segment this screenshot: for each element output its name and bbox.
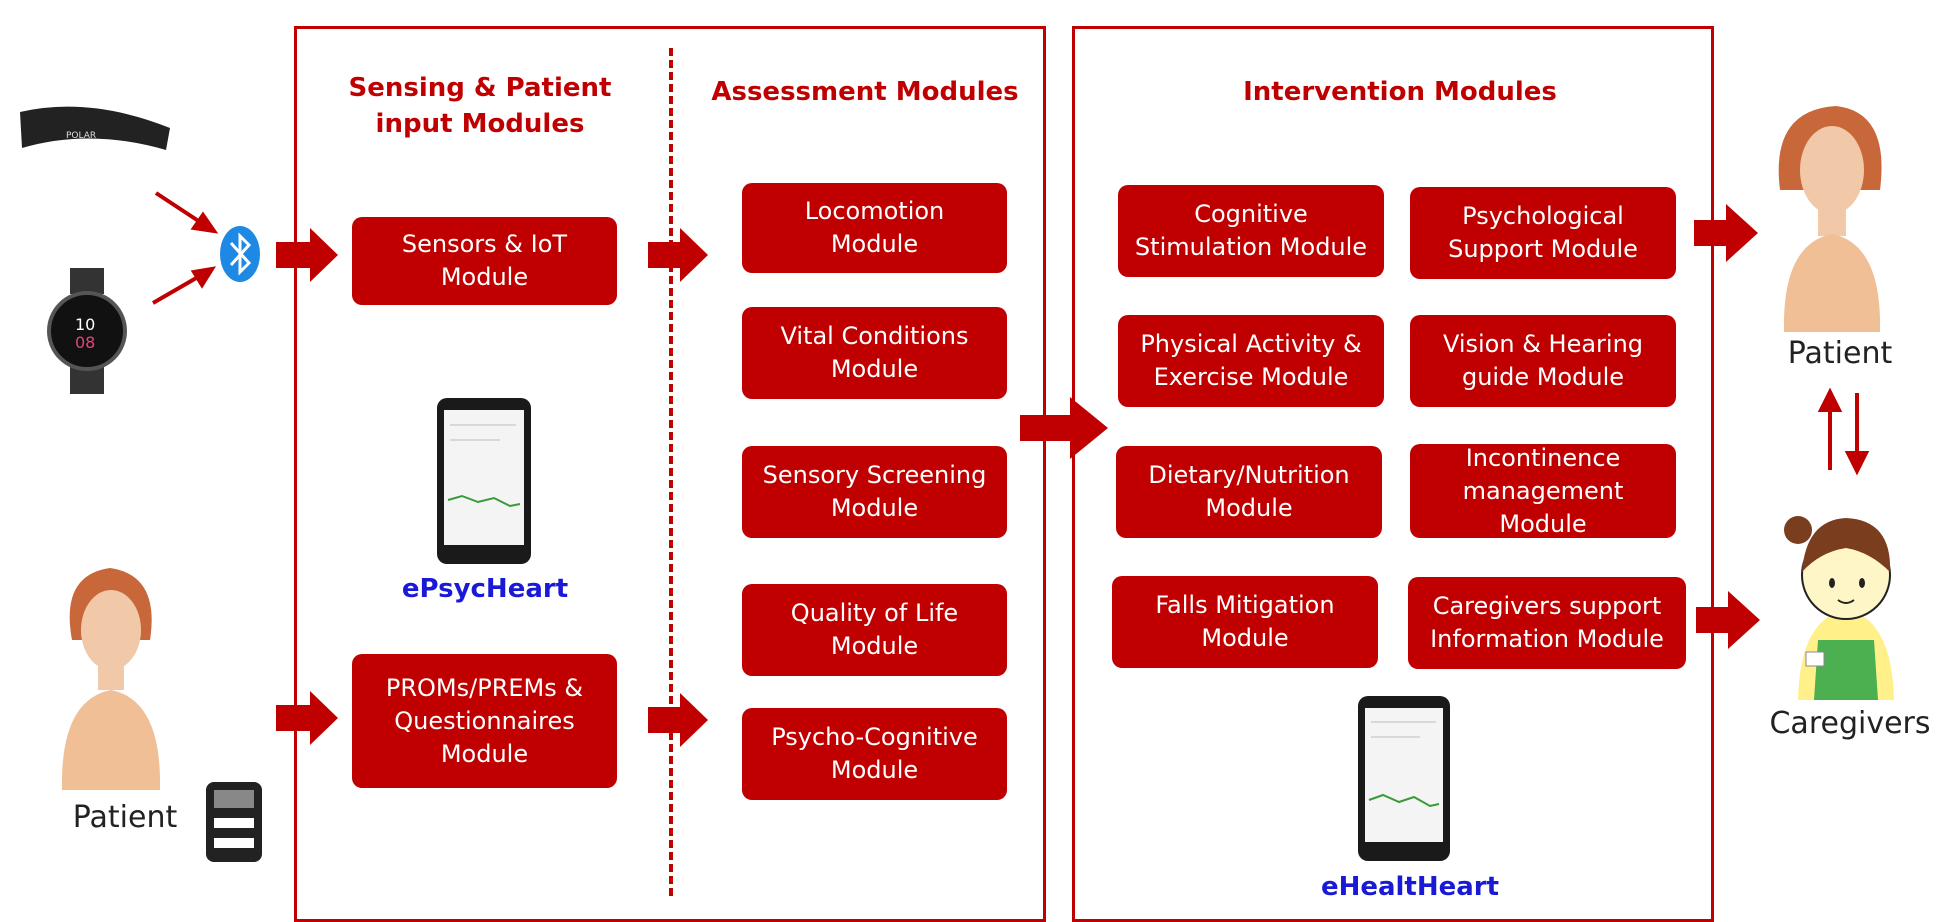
arrow-to-intervention bbox=[1020, 397, 1108, 459]
left-patient-icon bbox=[61, 568, 161, 790]
psychological-support-module: Psychological Support Module bbox=[1410, 187, 1676, 279]
right-patient-icon bbox=[1778, 106, 1882, 332]
assessment-title: Assessment Modules bbox=[711, 77, 1019, 107]
vision-hearing-module: Vision & Hearing guide Module bbox=[1410, 315, 1676, 407]
grip-dynamometer-icon bbox=[206, 782, 262, 862]
caregivers-support-module: Caregivers support Information Module bbox=[1408, 577, 1686, 669]
chest-strap-icon: POLAR bbox=[20, 106, 170, 150]
svg-text:10: 10 bbox=[75, 315, 95, 334]
arrow-to-caregivers bbox=[1696, 591, 1760, 649]
caregiver-icon bbox=[1784, 516, 1894, 700]
panel-divider bbox=[669, 48, 673, 896]
vital-conditions-module: Vital Conditions Module bbox=[742, 307, 1007, 399]
psycho-cognitive-module: Psycho-Cognitive Module bbox=[742, 708, 1007, 800]
phone-icon-ehealtheart bbox=[1358, 696, 1450, 861]
bluetooth-icon bbox=[220, 226, 260, 282]
svg-text:08: 08 bbox=[75, 333, 95, 352]
proms-prems-module: PROMs/PREMs & Questionnaires Module bbox=[352, 654, 617, 788]
arrow-proms-to-assessment bbox=[648, 693, 708, 747]
svg-text:POLAR: POLAR bbox=[66, 131, 96, 141]
arrow-to-proms bbox=[276, 691, 338, 745]
arrow-sensors-to-assessment bbox=[648, 228, 708, 282]
left-patient-label: Patient bbox=[72, 800, 178, 835]
physical-activity-module: Physical Activity & Exercise Module bbox=[1118, 315, 1384, 407]
sensing-title: Sensing & Patient input Modules bbox=[348, 73, 612, 139]
cognitive-stimulation-module: Cognitive Stimulation Module bbox=[1118, 185, 1384, 277]
arrow-to-right-patient bbox=[1694, 204, 1758, 262]
dietary-nutrition-module: Dietary/Nutrition Module bbox=[1116, 446, 1382, 538]
locomotion-module: Locomotion Module bbox=[742, 183, 1007, 273]
sensory-screening-module: Sensory Screening Module bbox=[742, 446, 1007, 538]
phone-icon-epsycheart bbox=[437, 398, 531, 564]
smartwatch-icon: 10 08 bbox=[47, 268, 127, 394]
right-caregivers-label: Caregivers bbox=[1769, 706, 1931, 741]
falls-mitigation-module: Falls Mitigation Module bbox=[1112, 576, 1378, 668]
epsycheart-label: ePsycHeart bbox=[401, 574, 569, 604]
quality-of-life-module: Quality of Life Module bbox=[742, 584, 1007, 676]
ehealtheart-label: eHealtHeart bbox=[1320, 872, 1500, 902]
arrow-to-sensors bbox=[276, 228, 338, 282]
right-patient-label: Patient bbox=[1787, 336, 1893, 371]
incontinence-module: Incontinence management Module bbox=[1410, 444, 1676, 538]
sensors-iot-module: Sensors & IoT Module bbox=[352, 217, 617, 305]
intervention-title: Intervention Modules bbox=[1243, 77, 1557, 107]
